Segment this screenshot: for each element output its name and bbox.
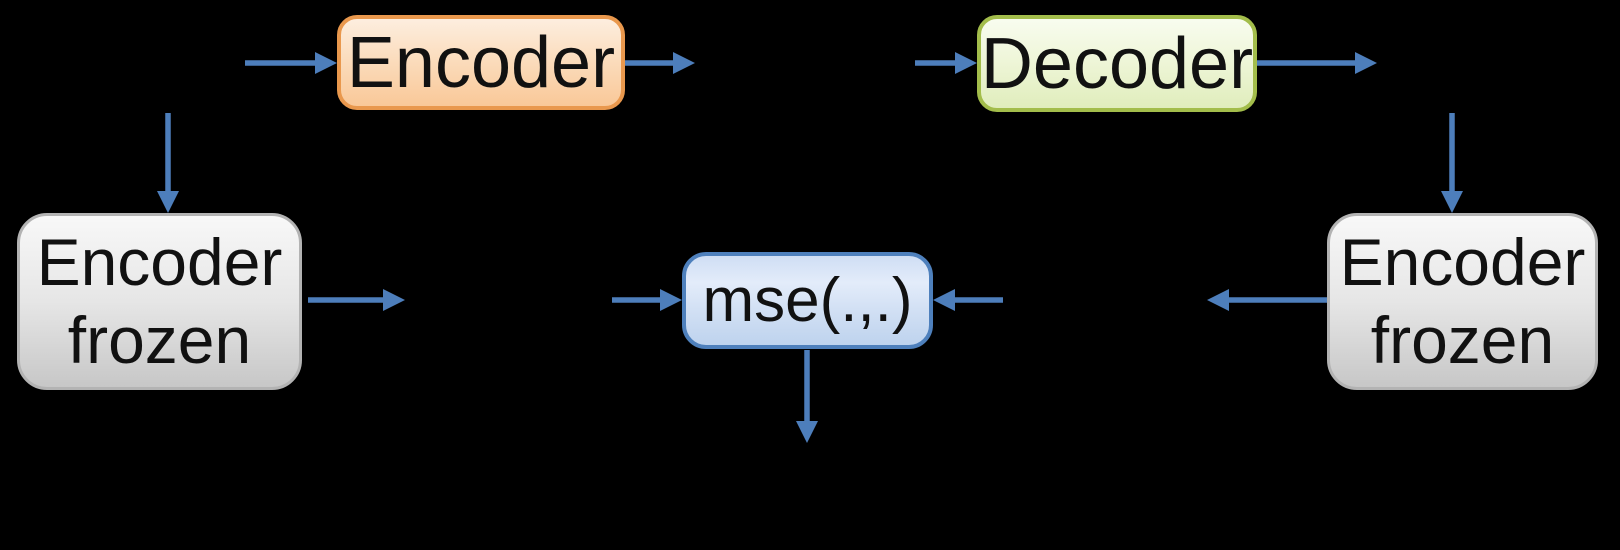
- arrow-output-branch-down-right: [1441, 113, 1463, 213]
- encoder-box: Encoder: [337, 15, 625, 110]
- arrow-frozen-left-output: [308, 289, 405, 311]
- decoder-box: Decoder: [977, 15, 1257, 112]
- arrow-encoder-output: [625, 52, 695, 74]
- encoder-frozen-left-label-line1: Encoder: [36, 224, 283, 299]
- arrow-frozen-right-output: [1207, 289, 1327, 311]
- arrow-latent-to-decoder: [915, 52, 977, 74]
- encoder-label: Encoder: [346, 22, 616, 103]
- mse-label: mse(.,.): [702, 266, 913, 335]
- arrow-input-branch-down-left: [157, 113, 179, 213]
- encoder-frozen-right-label-line2: frozen: [1370, 302, 1555, 377]
- arrow-embedding-to-mse-right: [933, 289, 1003, 311]
- encoder-frozen-left-label-line2: frozen: [67, 302, 252, 377]
- mse-box: mse(.,.): [682, 252, 933, 349]
- arrow-decoder-output: [1257, 52, 1377, 74]
- encoder-frozen-right-box: Encoder frozen: [1327, 213, 1598, 390]
- decoder-label: Decoder: [980, 23, 1254, 104]
- arrow-input-to-encoder: [245, 52, 337, 74]
- encoder-frozen-right-label-line1: Encoder: [1339, 224, 1586, 299]
- encoder-frozen-left-box: Encoder frozen: [17, 213, 302, 390]
- arrow-embedding-to-mse-left: [612, 289, 682, 311]
- arrow-mse-loss-down: [796, 350, 818, 443]
